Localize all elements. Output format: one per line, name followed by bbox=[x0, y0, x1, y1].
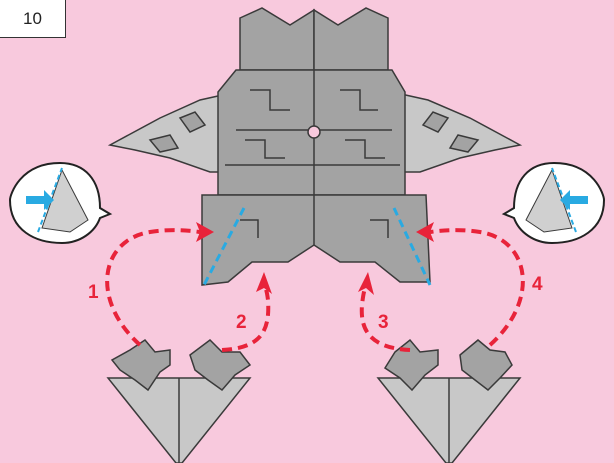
label-2: 2 bbox=[236, 312, 247, 333]
magnify-callout-left-icon bbox=[10, 163, 110, 243]
model-body bbox=[202, 8, 430, 285]
magnify-callout-right-icon bbox=[504, 163, 604, 243]
label-4: 4 bbox=[532, 274, 543, 295]
right-wing bbox=[392, 92, 520, 172]
label-1: 1 bbox=[88, 282, 99, 303]
arrow-3-head bbox=[358, 272, 374, 295]
label-3: 3 bbox=[378, 312, 389, 333]
bottom-right-piece bbox=[378, 340, 520, 463]
left-wing bbox=[110, 92, 236, 172]
arrow-2-head bbox=[256, 272, 272, 294]
arrow-1 bbox=[107, 230, 200, 345]
arrow-4 bbox=[430, 230, 523, 345]
bottom-left-piece bbox=[108, 340, 250, 463]
